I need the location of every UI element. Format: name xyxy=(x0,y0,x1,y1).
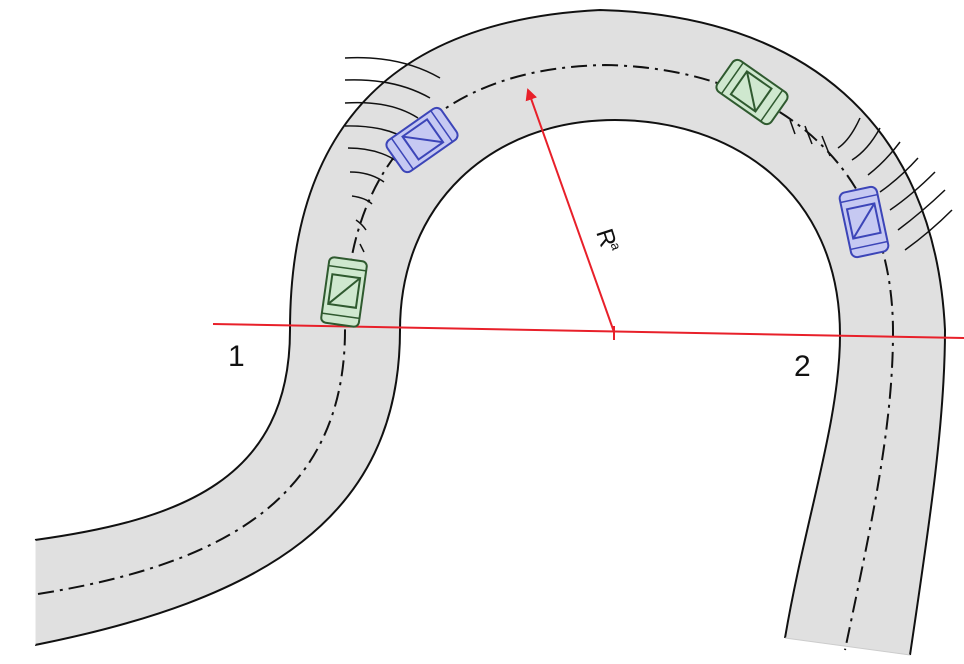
road-end-right xyxy=(784,637,911,656)
car-blue-left xyxy=(385,106,459,174)
road-surface-left xyxy=(35,10,945,655)
car-green-left xyxy=(320,256,368,328)
reference-line xyxy=(212,323,964,339)
car-green-top xyxy=(715,58,789,126)
hatch-marks-right xyxy=(789,117,953,251)
car-blue-right xyxy=(838,185,890,259)
road-edge-outer xyxy=(34,8,947,656)
section-1-label: 1 xyxy=(228,340,245,373)
section-2-label: 2 xyxy=(794,350,811,383)
road-center-line xyxy=(37,63,895,651)
radius-arrow xyxy=(525,88,615,333)
radius-label: R a xyxy=(590,226,624,253)
road-edge-inner xyxy=(34,118,842,646)
